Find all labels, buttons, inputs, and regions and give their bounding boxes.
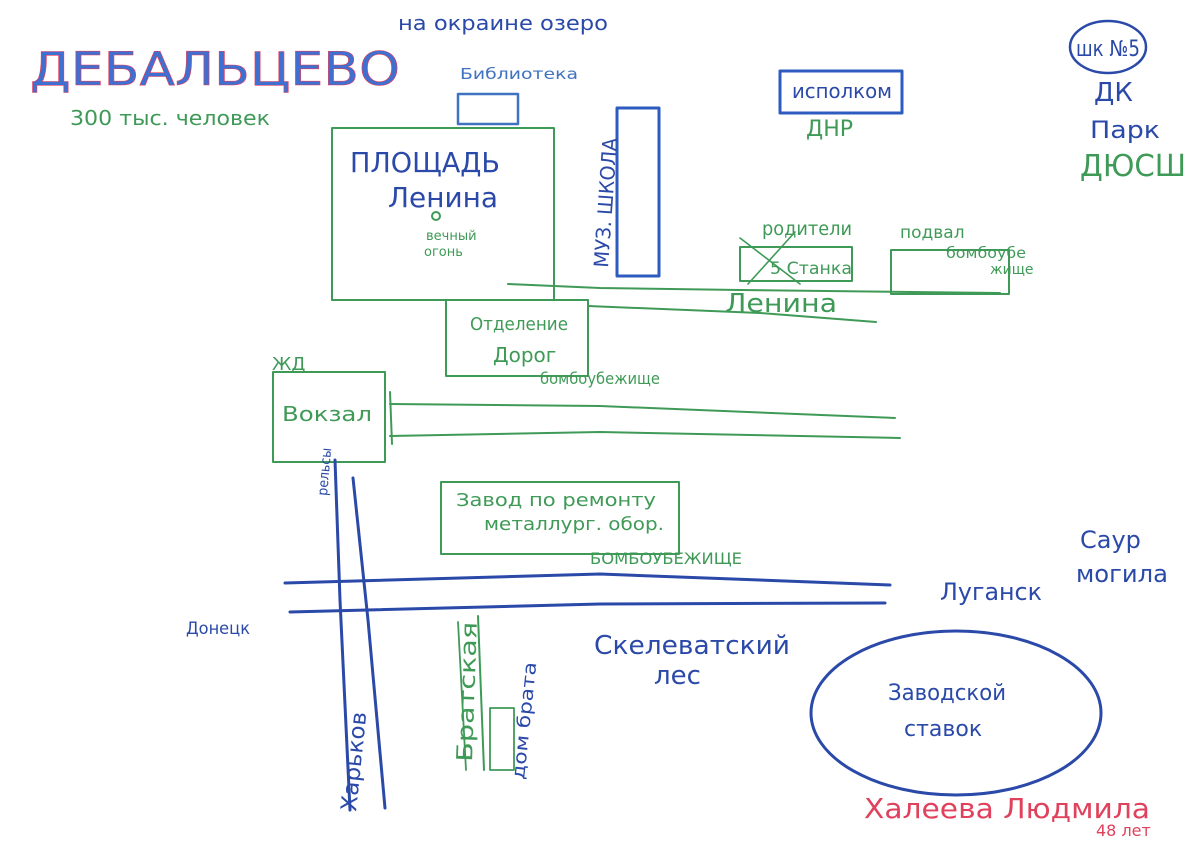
square-title-line1: ПЛОЩАДЬ bbox=[350, 146, 500, 179]
basement-line3: жище bbox=[990, 262, 1034, 278]
lenina-street-lower bbox=[587, 305, 877, 323]
school-label: шк №5 bbox=[1076, 37, 1140, 62]
square-title-line2: Ленина bbox=[388, 181, 498, 214]
kharkov-label: Харьков bbox=[337, 711, 372, 813]
basement-line1: подвал bbox=[900, 223, 965, 243]
jd-label: ЖД bbox=[272, 354, 305, 375]
eternal-flame-icon bbox=[431, 211, 441, 221]
library-building bbox=[456, 92, 520, 126]
station-building bbox=[272, 371, 386, 463]
school-circle bbox=[1068, 19, 1148, 75]
basement-line2: бомбоубе bbox=[946, 244, 1026, 262]
station-label: Вокзал bbox=[282, 402, 372, 426]
factory-pond bbox=[809, 629, 1103, 797]
dk-label: ДК bbox=[1094, 78, 1133, 108]
dnr-label: ДНР bbox=[806, 117, 853, 142]
stanka-label: 5 Станка bbox=[770, 259, 852, 279]
kharkov-road-left bbox=[333, 458, 352, 812]
city-title: ДЕБАЛЬЦЕВО bbox=[30, 42, 400, 96]
dyussh-label: ДЮСШ bbox=[1080, 149, 1186, 184]
shelter1-label: бомбоубежище bbox=[540, 369, 660, 388]
saur-line2: могила bbox=[1076, 560, 1168, 588]
roads-dept-line1: Отделение bbox=[470, 314, 568, 335]
lake-label: на окраине озеро bbox=[398, 11, 608, 35]
lugansk-label: Луганск bbox=[940, 578, 1042, 606]
basement-building bbox=[890, 249, 1010, 295]
labels: ДЕБАЛЬЦЕВО 300 тыс. человек на окраине о… bbox=[30, 11, 1186, 840]
factory-line1: Завод по ремонту bbox=[456, 490, 656, 511]
donetsk-label: Донецк bbox=[186, 619, 250, 639]
saur-line1: Саур bbox=[1080, 526, 1141, 554]
shelter2-label: БОМБОУБЕЖИЩЕ bbox=[590, 549, 742, 568]
rails-label: рельсы bbox=[315, 447, 335, 496]
forest-line2: лес bbox=[654, 661, 701, 691]
pond-line2: ставок bbox=[904, 717, 982, 742]
ispolkom-label: исполком bbox=[792, 79, 892, 103]
brother-house bbox=[489, 707, 515, 771]
factory-building bbox=[440, 481, 680, 555]
kharkov-road-right bbox=[351, 476, 387, 810]
library-label: Библиотека bbox=[460, 65, 578, 83]
population-label: 300 тыс. человек bbox=[70, 106, 270, 130]
author-name: Халеева Людмила bbox=[864, 792, 1150, 825]
brother-house-label: дом брата bbox=[508, 661, 541, 781]
eternal-flame-line1: вечный bbox=[426, 229, 477, 244]
parents-cross bbox=[739, 231, 801, 285]
roads-dept-line2: Дорог bbox=[493, 343, 556, 367]
eternal-flame-line2: огонь bbox=[424, 245, 463, 260]
bratskaya-underline bbox=[457, 621, 467, 771]
author-age: 48 лет bbox=[1096, 821, 1151, 840]
park-label: Парк bbox=[1090, 116, 1160, 144]
lenina-street-upper bbox=[507, 283, 1001, 294]
lenina-street-label: Ленина bbox=[725, 289, 837, 319]
music-school-building bbox=[615, 106, 661, 278]
donetsk-lugansk-road-upper bbox=[283, 572, 892, 587]
factory-line2: металлург. обор. bbox=[484, 514, 664, 535]
roads-dept-building bbox=[445, 299, 589, 377]
forest-line1: Скелеватский bbox=[594, 631, 790, 661]
rail-line-upper bbox=[389, 403, 896, 419]
parents-label: родители bbox=[762, 218, 852, 240]
bratskaya-label: Братская bbox=[453, 621, 483, 762]
pond-line1: Заводской bbox=[888, 681, 1006, 706]
rail-line-lower bbox=[389, 431, 901, 439]
bratskaya-street bbox=[477, 615, 485, 771]
square-outline bbox=[331, 127, 555, 301]
ispolkom-building bbox=[778, 69, 904, 115]
donetsk-lugansk-road-lower bbox=[288, 601, 887, 614]
